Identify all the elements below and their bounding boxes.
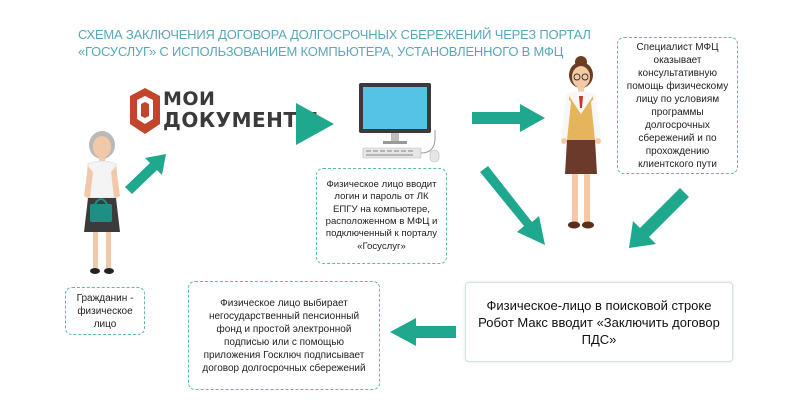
computer-icon: [359, 83, 440, 163]
title-line-1: СХЕМА ЗАКЛЮЧЕНИЯ ДОГОВОРА ДОЛГОСРОЧНЫХ С…: [78, 27, 591, 42]
box-citizen: Гражданин - физическое лицо: [65, 287, 145, 335]
box-search-text: Физическое-лицо в поисковой строке Робот…: [478, 297, 720, 347]
arrow-icon: [125, 154, 166, 194]
box-choose-text: Физическое лицо выбирает негосударственн…: [202, 297, 366, 374]
box-search: Физическое-лицо в поисковой строке Робот…: [465, 282, 733, 362]
logo-line-2: документы: [163, 108, 319, 132]
diagram-title: СХЕМА ЗАКЛЮЧЕНИЯ ДОГОВОРА ДОЛГОСРОЧНЫХ С…: [78, 26, 591, 60]
mfc-logo-text: мои документы: [163, 88, 319, 132]
specialist-person-icon: [561, 56, 601, 229]
citizen-person-icon: [84, 131, 120, 274]
box-choose: Физическое лицо выбирает негосударственн…: [188, 281, 380, 390]
mfc-logo-icon: [130, 88, 160, 134]
box-specialist-text: Специалист МФЦ оказывает консультативную…: [626, 41, 729, 170]
box-login-text: Физическое лицо вводит логин и пароль от…: [325, 178, 438, 252]
arrow-icon: [480, 166, 545, 245]
arrow-icon: [629, 188, 689, 248]
arrow-icon: [296, 103, 334, 145]
box-citizen-text: Гражданин - физическое лицо: [76, 292, 134, 330]
title-line-2: «ГОСУСЛУГ» С ИСПОЛЬЗОВАНИЕМ КОМПЬЮТЕРА, …: [78, 44, 564, 59]
logo-line-1: мои: [163, 88, 216, 110]
arrow-icon: [472, 104, 545, 132]
arrow-icon: [390, 318, 456, 346]
box-specialist: Специалист МФЦ оказывает консультативную…: [617, 37, 738, 174]
box-login: Физическое лицо вводит логин и пароль от…: [316, 168, 447, 264]
